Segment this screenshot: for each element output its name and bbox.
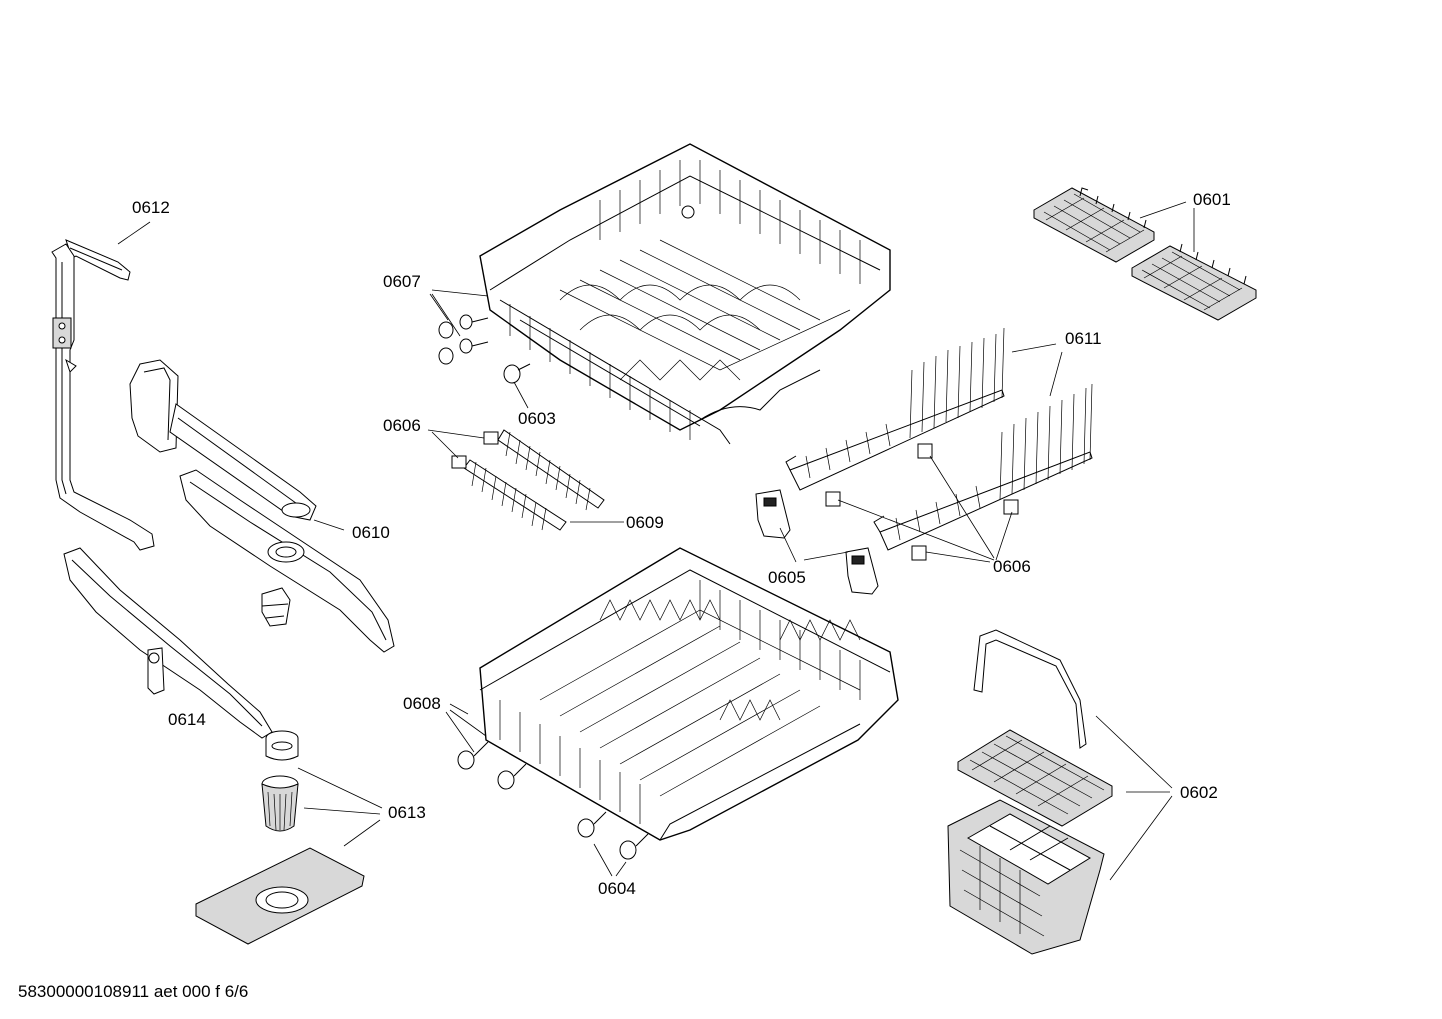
- callout-0601: 0601: [1193, 190, 1231, 209]
- callout-0614: 0614: [168, 710, 206, 729]
- callout-0605: 0605: [768, 568, 806, 587]
- cutlery-basket-part: [947, 629, 1113, 955]
- lower-basket-part: [479, 547, 899, 841]
- lower-basket-wheels: [457, 741, 649, 860]
- callout-0609: 0609: [626, 513, 664, 532]
- callout-0612: 0612: [132, 198, 170, 217]
- upper-basket-part: [479, 143, 891, 445]
- callout-0613: 0613: [388, 803, 426, 822]
- upper-basket-rollers: [438, 314, 531, 384]
- callout-0604: 0604: [598, 879, 636, 898]
- callout-0607: 0607: [383, 272, 421, 291]
- callout-0603: 0603: [518, 409, 556, 428]
- callout-0608: 0608: [403, 694, 441, 713]
- filter-set-part: [195, 730, 365, 945]
- document-reference-footer: 58300000108911 aet 000 f 6/6: [18, 982, 249, 1001]
- lower-spray-arm-part: [63, 547, 273, 739]
- callout-0610: 0610: [352, 523, 390, 542]
- callout-0602: 0602: [1180, 783, 1218, 802]
- insert-grids-part: [1033, 187, 1257, 321]
- leader-lines: [117, 201, 1195, 881]
- callout-0606-right: 0606: [993, 557, 1031, 576]
- callout-0611: 0611: [1065, 329, 1102, 348]
- supply-pipe-part: [51, 239, 155, 551]
- rack-clips: [825, 443, 1019, 561]
- folding-tine-rack-part: [785, 327, 1093, 551]
- callout-0606-left: 0606: [383, 416, 421, 435]
- upper-spray-arm-part: [129, 359, 395, 653]
- height-adjuster-part: [755, 489, 879, 595]
- cup-shelf-part: [451, 429, 605, 531]
